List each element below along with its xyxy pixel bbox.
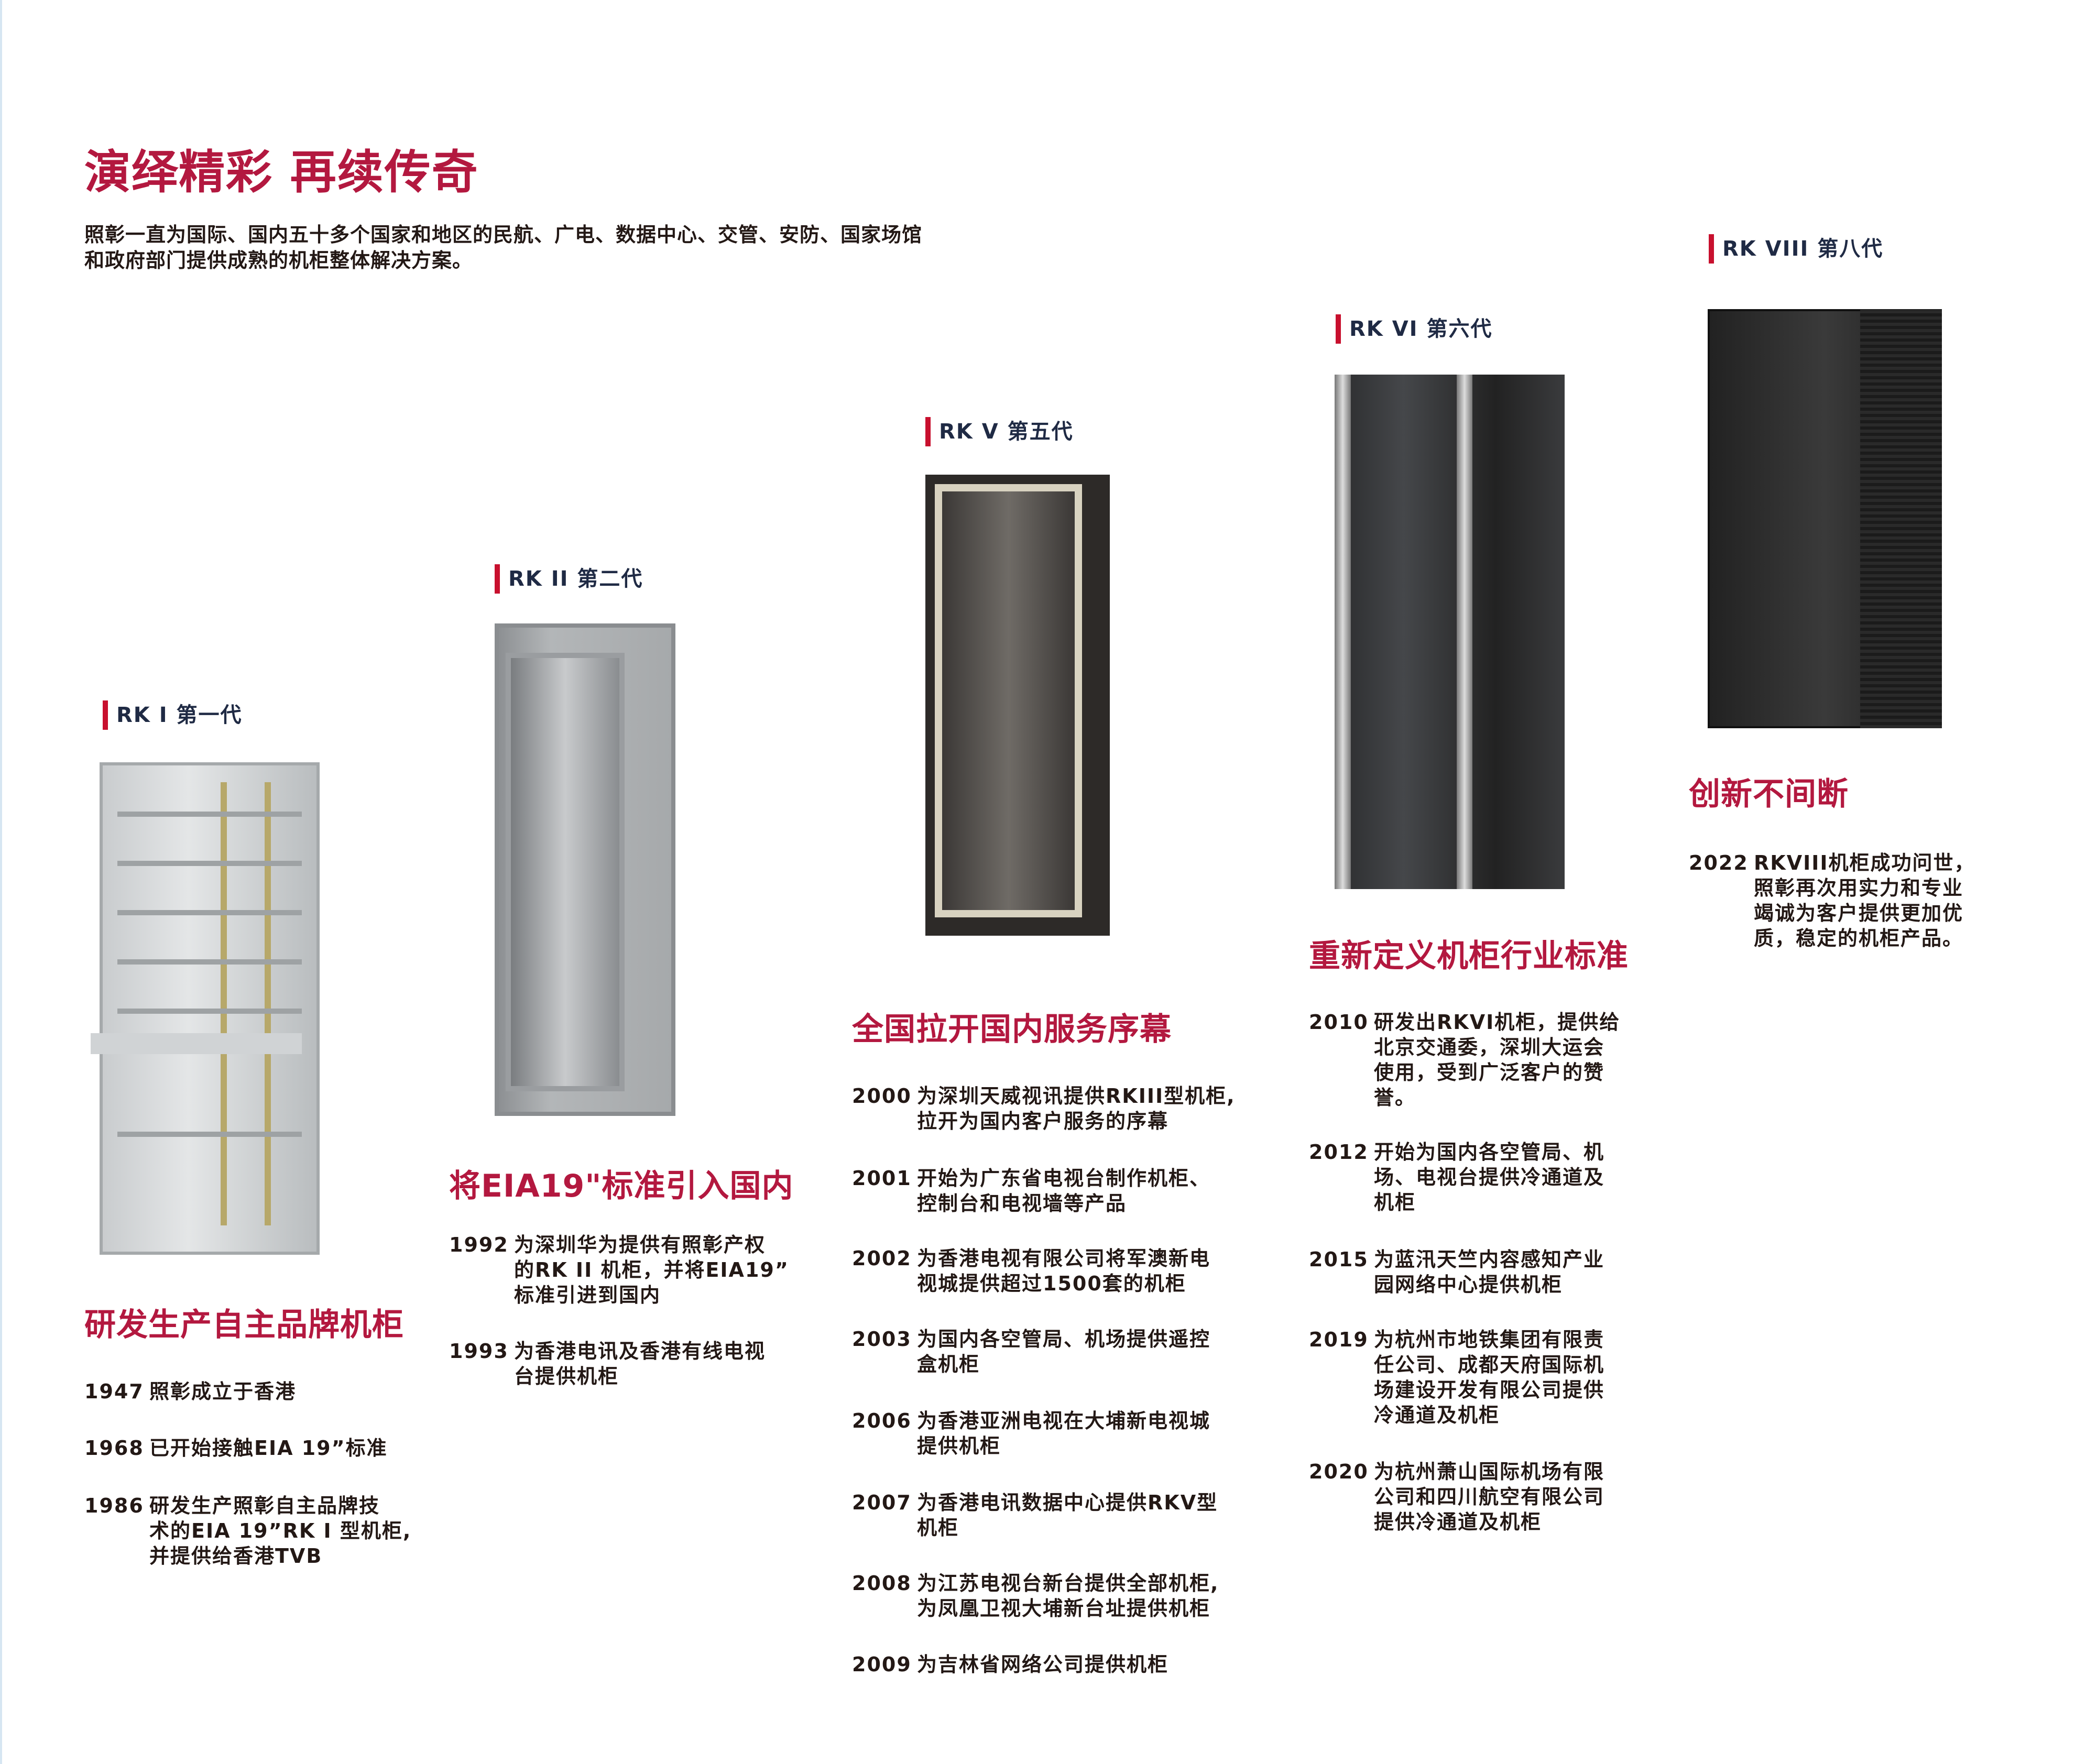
entry-text: 为香港电讯数据中心提供RKV型 机柜 [917,1491,1218,1539]
rk5-heading: 全国拉开国内服务序幕 [852,1011,1172,1048]
entry-year: 2019 [1309,1328,1369,1351]
entry-year: 2009 [852,1653,912,1676]
entry-text: 为香港亚洲电视在大埔新电视城 提供机柜 [917,1409,1211,1458]
entry-text: RKVIII机柜成功问世， 照彰再次用实力和专业 竭诚为客户提供更加优 质，稳定… [1754,851,1975,950]
entry-text: 为吉林省网络公司提供机柜 [917,1653,1169,1676]
entry-year: 1993 [449,1340,509,1363]
entry-text: 研发出RKVI机柜，提供给 北京交通委，深圳大运会 使用，受到广泛客户的赞 誉。 [1374,1011,1621,1109]
entry-text: 为国内各空管局、机场提供遥控 盒机柜 [917,1328,1211,1376]
entry-text: 开始为广东省电视台制作机柜、 控制台和电视墙等产品 [917,1167,1211,1215]
entry-text: 为杭州萧山国际机场有限 公司和四川航空有限公司 提供冷通道及机柜 [1374,1460,1605,1533]
entry-text: 已开始接触EIA 19”标准 [149,1437,388,1460]
entry-text: 照彰成立于香港 [149,1380,297,1403]
entry-year: 1992 [449,1233,509,1256]
generation-label-rk8: RK VIII 第八代 [1709,234,1883,264]
rk2-heading: 将EIA19"标准引入国内 [449,1168,794,1204]
generation-label-rk2: RK II 第二代 [495,564,643,594]
rk6-cabinet-image [1335,375,1565,889]
entry-year: 2015 [1309,1248,1369,1271]
entry-year: 1968 [84,1437,144,1460]
rk1-cabinet-image [91,762,320,1255]
generation-label-rk6: RK VI 第六代 [1336,314,1493,344]
entry-year: 2000 [852,1084,912,1108]
entry-text: 为杭州市地铁集团有限责 任公司、成都天府国际机 场建设开发有限公司提供 冷通道及… [1374,1328,1605,1427]
entry-year: 2008 [852,1572,912,1595]
generation-label-rk5: RK V 第五代 [925,417,1074,446]
rk2-cabinet-image [495,623,675,1116]
entry-year: 2012 [1309,1141,1369,1164]
entry-year: 2001 [852,1167,912,1190]
entry-year: 1947 [84,1380,144,1403]
entry-year: 2006 [852,1409,912,1432]
entry-year: 2020 [1309,1460,1369,1483]
entry-year: 2010 [1309,1011,1369,1034]
entry-year: 2022 [1689,851,1749,874]
page-edge-line [0,0,2,1764]
entry-text: 为江苏电视台新台提供全部机柜, 为凤凰卫视大埔新台址提供机柜 [917,1572,1219,1620]
rk6-heading: 重新定义机柜行业标准 [1309,938,1629,974]
entry-year: 2007 [852,1491,912,1514]
entry-text: 为香港电讯及香港有线电视 台提供机柜 [514,1340,766,1388]
rk5-cabinet-image [925,475,1110,936]
rk8-heading: 创新不间断 [1689,776,1849,813]
entry-year: 2002 [852,1247,912,1270]
entry-text: 为蓝汛天竺内容感知产业 园网络中心提供机柜 [1374,1248,1605,1296]
intro-paragraph: 照彰一直为国际、国内五十多个国家和地区的民航、广电、数据中心、交管、安防、国家场… [84,223,923,272]
generation-label-rk1: RK I 第一代 [103,700,243,730]
entry-year: 1986 [84,1494,144,1517]
entry-year: 2003 [852,1328,912,1351]
rk8-cabinet-image [1708,309,1942,728]
entry-text: 为深圳华为提供有照彰产权 的RK II 机柜，并将EIA19” 标准引进到国内 [514,1233,789,1307]
page-title: 演绎精彩 再续传奇 [84,145,479,199]
entry-text: 开始为国内各空管局、机 场、电视台提供冷通道及 机柜 [1374,1141,1605,1214]
entry-text: 为香港电视有限公司将军澳新电 视城提供超过1500套的机柜 [917,1247,1211,1295]
entry-text: 研发生产照彰自主品牌技 术的EIA 19”RK I 型机柜, 并提供给香港TVB [149,1494,412,1568]
entry-text: 为深圳天威视讯提供RKIII型机柜, 拉开为国内客户服务的序幕 [917,1084,1236,1133]
rk1-heading: 研发生产自主品牌机柜 [84,1307,404,1343]
